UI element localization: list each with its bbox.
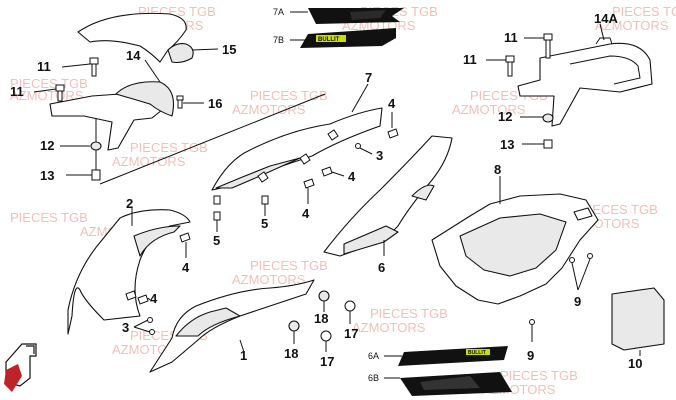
callout-7a: 7A <box>273 7 284 17</box>
callout-4: 4 <box>182 260 190 275</box>
screw-9-icon <box>529 319 535 342</box>
watermark-text: PIECES TGB <box>250 88 328 103</box>
watermark-text: PIECES TGB <box>370 306 448 321</box>
callout-4: 4 <box>302 206 310 221</box>
callout-8: 8 <box>494 162 501 177</box>
watermark-text: PIECES TGB <box>612 4 676 19</box>
callout-4: 4 <box>150 291 158 306</box>
callout-17: 17 <box>344 326 358 341</box>
part-8-inner-tray <box>431 176 599 305</box>
watermark-text: AZMOTORS <box>112 154 186 169</box>
screw-16-icon <box>176 95 204 109</box>
bolt-11-icon <box>524 33 553 59</box>
grommet-18-icon <box>288 320 300 344</box>
callout-7b: 7B <box>273 35 284 45</box>
callout-15: 15 <box>222 42 236 57</box>
washer-12-icon <box>60 118 102 151</box>
watermark-text: AZMOTORS <box>452 102 526 117</box>
bolt-11-icon <box>61 57 99 77</box>
callout-11: 11 <box>463 52 477 67</box>
callout-6a: 6A <box>368 351 379 361</box>
watermark-text: PIECES TGB <box>250 258 328 273</box>
decal-brand-text: BULLIT <box>468 350 486 356</box>
clip-5-icon <box>213 195 221 205</box>
callout-6: 6 <box>378 260 385 275</box>
callout-3: 3 <box>376 148 383 163</box>
nut-13-icon <box>522 139 553 149</box>
nut-13-icon <box>66 150 101 181</box>
watermark-text: PIECES TGB <box>580 202 658 217</box>
callout-17: 17 <box>320 354 334 369</box>
decal-7b: BULLIT <box>290 28 396 48</box>
watermark-text: PIECES TGB <box>500 368 578 383</box>
fastener-4-icon <box>387 112 399 139</box>
callout-4: 4 <box>348 169 356 184</box>
washer-12-icon <box>520 113 554 123</box>
watermark-group: PIECES TGB AZMOTORS PIECES TGB AZMOTORS … <box>10 4 676 397</box>
callout-14a: 14A <box>594 11 618 26</box>
part-10-flap <box>611 287 665 356</box>
callout-11: 11 <box>37 59 51 74</box>
callout-2: 2 <box>126 196 133 211</box>
decal-7a <box>290 8 404 24</box>
screw-9-icon <box>569 253 593 291</box>
azmotors-logo-icon <box>4 343 37 392</box>
screw-17-icon <box>320 330 332 352</box>
decal-6b <box>384 372 512 396</box>
callout-9: 9 <box>527 348 534 363</box>
clip-icon <box>257 129 339 183</box>
decal-brand-text: BULLIT <box>318 37 340 43</box>
callout-18: 18 <box>284 346 298 361</box>
part-6-side-cover <box>323 135 453 257</box>
callout-12: 12 <box>40 138 54 153</box>
fastener-4-icon <box>125 290 151 305</box>
callout-6b: 6B <box>368 373 379 383</box>
callout-7: 7 <box>365 70 372 85</box>
callout-4: 4 <box>388 96 396 111</box>
watermark-text: AZMOTORS <box>10 88 84 103</box>
watermark-text: AZMOTORS <box>352 320 426 335</box>
watermark-text: AZMOTORS <box>232 272 306 287</box>
watermark-text: AZMOTORS <box>232 102 306 117</box>
decal-6a: BULLIT <box>384 346 508 366</box>
screw-17-icon <box>344 300 356 324</box>
grommet-18-icon <box>318 290 330 312</box>
part-2-front-panel <box>67 208 191 335</box>
bolt-11-icon <box>486 55 515 77</box>
part-1-lower-panel <box>149 279 315 373</box>
callout-11: 11 <box>10 84 24 99</box>
callout-13: 13 <box>40 168 54 183</box>
fastener-4-icon <box>179 232 191 258</box>
screw-3-icon <box>133 317 155 335</box>
bolt-11-icon <box>33 84 65 102</box>
part-14a-rear-rack <box>517 23 653 127</box>
watermark-text: PIECES TGB <box>130 140 208 155</box>
screw-3-icon <box>355 143 373 155</box>
callout-13: 13 <box>500 137 514 152</box>
callout-12: 12 <box>498 109 512 124</box>
callout-11: 11 <box>504 30 518 45</box>
callout-10: 10 <box>628 356 642 371</box>
watermark-text: PIECES TGB <box>10 76 88 91</box>
fastener-4-icon <box>321 166 345 177</box>
clip-5-icon <box>213 211 221 232</box>
watermark-text: PIECES TGB <box>10 210 88 225</box>
fastener-4-icon <box>303 178 315 204</box>
callout-5: 5 <box>213 233 220 248</box>
callout-18: 18 <box>314 311 328 326</box>
callout-14: 14 <box>126 48 141 63</box>
callout-16: 16 <box>208 96 222 111</box>
callout-5: 5 <box>261 216 268 231</box>
clip-5-icon <box>261 195 269 216</box>
callout-3: 3 <box>122 320 129 335</box>
callout-1: 1 <box>240 348 247 363</box>
part-14-carrier-bracket <box>49 59 175 151</box>
watermark-text: AZMOTORS <box>595 18 669 33</box>
assembly-line <box>99 93 326 185</box>
part-7-side-cover <box>211 83 383 191</box>
part-15-spoiler <box>77 12 219 64</box>
callout-9: 9 <box>574 294 581 309</box>
